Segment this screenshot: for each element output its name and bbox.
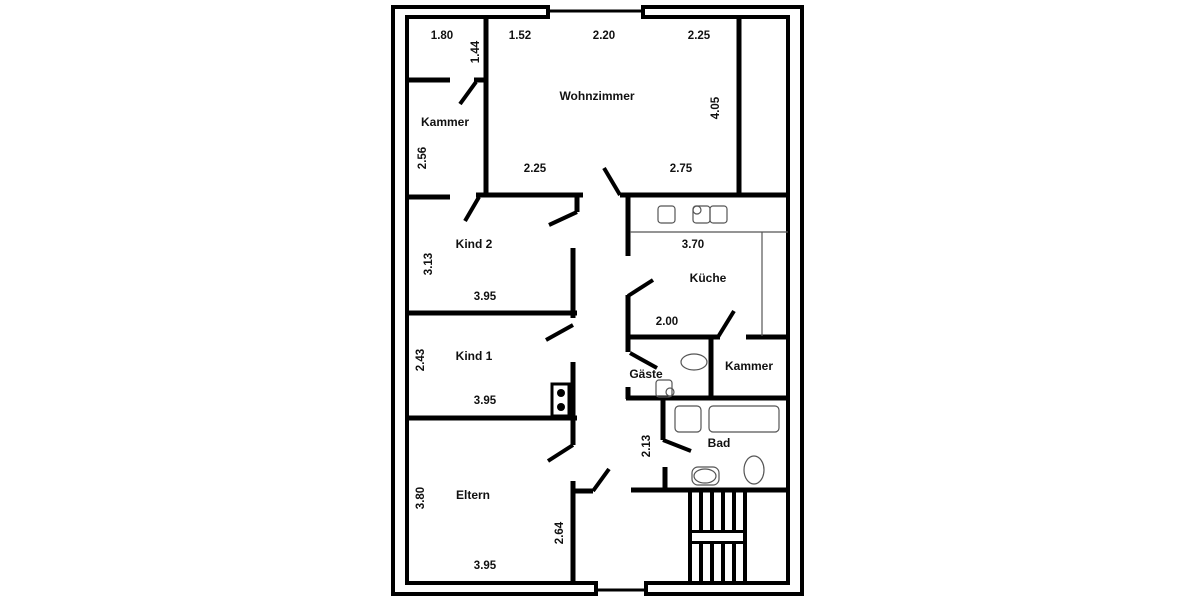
door-eltern xyxy=(546,443,575,463)
room-label-wohnzimmer: Wohnzimmer xyxy=(559,89,634,103)
door-eltern-closet xyxy=(591,467,611,493)
interior-walls xyxy=(407,17,788,583)
kitchen-fixtures xyxy=(630,205,788,336)
room-label-gaeste: Gäste xyxy=(629,367,663,381)
doors xyxy=(458,80,736,493)
dim-kueche-top: 3.70 xyxy=(682,239,704,251)
dim-wohn-bottom-right: 2.75 xyxy=(670,163,693,175)
room-label-kind2: Kind 2 xyxy=(456,237,493,251)
door-kammer-nw xyxy=(458,80,478,106)
sink-icon xyxy=(657,205,676,224)
dim-kammer-side: 1.44 xyxy=(470,40,482,63)
room-labels: Wohnzimmer Kammer Kind 2 Kind 1 Eltern K… xyxy=(421,89,773,502)
dim-wohn-top-right: 2.25 xyxy=(688,30,711,42)
room-label-kammer-e: Kammer xyxy=(725,359,773,373)
door-kueche xyxy=(626,278,655,298)
room-label-kind1: Kind 1 xyxy=(456,349,493,363)
toilet-icon xyxy=(680,353,708,371)
dim-wohn-bottom-left: 2.25 xyxy=(524,163,547,175)
toilet-icon xyxy=(743,455,765,485)
dim-wohn-top-mid: 2.20 xyxy=(593,30,615,42)
room-label-bad: Bad xyxy=(708,436,731,450)
room-label-kueche: Küche xyxy=(690,271,727,285)
dim-kind2-left: 3.13 xyxy=(423,253,435,275)
room-label-kammer-nw: Kammer xyxy=(421,115,469,129)
dim-wohn-right: 4.05 xyxy=(710,96,722,119)
shower-icon xyxy=(674,405,702,433)
door-kammer-e xyxy=(716,309,736,339)
dim-kind1-left: 2.43 xyxy=(415,349,427,371)
dim-eltern-right: 2.64 xyxy=(554,521,566,544)
door-bad xyxy=(662,438,692,453)
door-kind2-right xyxy=(548,210,578,227)
door-wohnzimmer xyxy=(602,166,622,197)
outer-walls xyxy=(391,5,804,596)
dim-kind2-bottom: 3.95 xyxy=(474,291,497,303)
dim-kammer-left: 2.56 xyxy=(417,147,429,169)
door-gaeste xyxy=(629,351,658,370)
door-kind2 xyxy=(463,195,481,223)
dimension-labels: 1.80 1.44 2.56 1.52 2.20 2.25 4.05 2.25 … xyxy=(415,30,722,572)
room-label-eltern: Eltern xyxy=(456,488,490,502)
bathtub-icon xyxy=(708,405,780,433)
washbasin-icon xyxy=(691,466,720,486)
stove-icon xyxy=(550,382,571,418)
dim-wohn-top-left: 1.52 xyxy=(509,30,531,42)
dim-kueche-bottom: 2.00 xyxy=(656,316,678,328)
dim-kammer-top: 1.80 xyxy=(431,30,453,42)
bad-fixtures xyxy=(674,405,780,486)
window-lines xyxy=(548,9,646,592)
dim-bad-left: 2.13 xyxy=(641,435,653,457)
gaeste-fixtures xyxy=(655,353,708,398)
door-kind1 xyxy=(545,323,574,342)
dim-eltern-bottom: 3.95 xyxy=(474,560,497,572)
dim-kind1-bottom: 3.95 xyxy=(474,395,497,407)
dim-eltern-left: 3.80 xyxy=(415,487,427,509)
